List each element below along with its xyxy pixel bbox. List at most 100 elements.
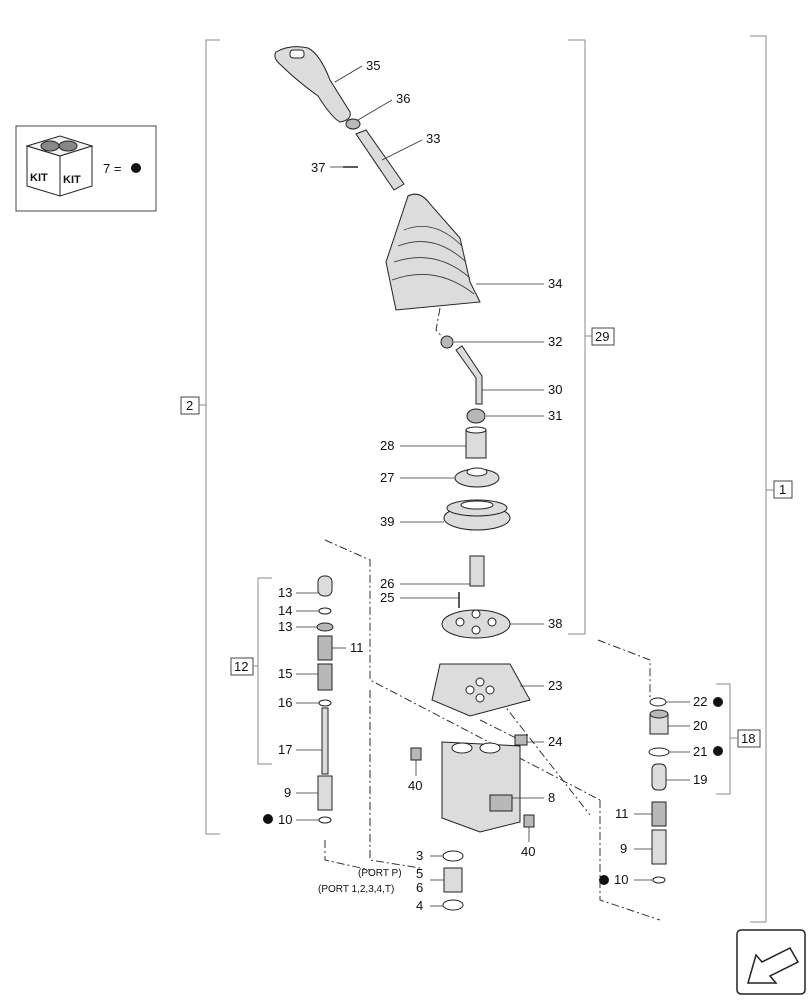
part-30-lever — [455, 345, 483, 405]
part-32-ball — [440, 335, 454, 349]
group-box-2: 2 — [186, 398, 193, 413]
label-10-right: 10 — [614, 872, 628, 887]
part-24-plug — [514, 734, 528, 746]
label-40-right: 40 — [521, 844, 535, 859]
label-3: 3 — [416, 848, 423, 863]
part-9-plunger-right — [651, 829, 667, 865]
label-28: 28 — [380, 438, 394, 453]
label-17: 17 — [278, 742, 292, 757]
part-8-body — [441, 741, 521, 833]
part-40-plug-left — [410, 747, 422, 761]
part-15-spring-left — [317, 663, 333, 691]
label-23: 23 — [548, 678, 562, 693]
label-40-left: 40 — [408, 778, 422, 793]
label-36: 36 — [396, 91, 410, 106]
part-17-stem-left — [321, 707, 329, 775]
part-34-boot — [385, 193, 481, 311]
label-11-left: 11 — [350, 640, 364, 655]
label-35: 35 — [366, 58, 380, 73]
label-38: 38 — [548, 616, 562, 631]
label-9-right: 9 — [620, 841, 627, 856]
part-14-washer-left — [318, 607, 332, 615]
part-16-washer-left — [318, 699, 332, 707]
part-9-plunger-left — [317, 775, 333, 811]
label-13-top: 13 — [278, 585, 292, 600]
group-box-1: 1 — [779, 482, 786, 497]
part-27-washer — [454, 467, 500, 488]
group-brackets: 2 29 1 12 18 — [180, 35, 793, 923]
nav-arrow-button[interactable] — [736, 929, 806, 995]
label-5: 5 — [416, 866, 423, 881]
group-box-29: 29 — [595, 329, 609, 344]
part-numbers-left: 13 14 13 11 15 16 17 9 10 — [263, 585, 364, 827]
part-10-oring-right — [652, 876, 666, 884]
part-23-plate — [431, 663, 531, 717]
group-box-18: 18 — [741, 731, 755, 746]
label-32: 32 — [548, 334, 562, 349]
nav-arrow-icon — [747, 947, 800, 984]
kit-legend: KIT KIT 7 = — [15, 125, 157, 212]
label-16: 16 — [278, 695, 292, 710]
label-30: 30 — [548, 382, 562, 397]
label-8: 8 — [548, 790, 555, 805]
part-21-oring-right — [648, 747, 670, 757]
label-port-all: (PORT 1,2,3,4,T) — [318, 884, 394, 895]
kit-dot-icon — [599, 875, 609, 885]
part-40-plug-right — [523, 814, 535, 828]
part-11-spring-right — [651, 801, 667, 827]
part-10-oring-left — [318, 816, 332, 824]
label-37: 37 — [311, 160, 325, 175]
label-34: 34 — [548, 276, 562, 291]
leader-lines — [296, 65, 690, 907]
label-9-left: 9 — [284, 785, 291, 800]
part-numbers-central: 35 36 33 37 34 32 30 31 28 27 39 26 25 3… — [311, 58, 562, 913]
part-11-spring-left — [317, 635, 333, 661]
kit-box-icon: KIT KIT — [25, 135, 94, 197]
part-35-handle — [274, 46, 351, 123]
part-4-oring — [442, 899, 464, 911]
kit-dot-icon — [131, 163, 141, 173]
part-39-bellow-ring — [443, 499, 511, 531]
part-28-cylinder — [465, 426, 487, 459]
kit-equation: 7 = — [103, 161, 121, 176]
label-21: 21 — [693, 744, 707, 759]
part-numbers-right: 22 20 21 19 11 9 10 — [599, 694, 723, 887]
assembly-routing-lines — [324, 307, 661, 921]
kit-dot-icon — [713, 697, 723, 707]
label-14: 14 — [278, 603, 292, 618]
part-5-6-fitting — [443, 867, 463, 893]
label-13-guide: 13 — [278, 619, 292, 634]
part-20-cap-right — [649, 709, 669, 735]
part-31-nut — [466, 408, 486, 424]
label-port-p: (PORT P) — [358, 868, 402, 879]
label-31: 31 — [548, 408, 562, 423]
part-13-guide-left — [316, 622, 334, 632]
part-19-piston-right — [651, 763, 667, 791]
label-19: 19 — [693, 772, 707, 787]
label-4: 4 — [416, 898, 423, 913]
kit-word-right: KIT — [63, 174, 81, 186]
label-24: 24 — [548, 734, 562, 749]
part-13-cap-left — [317, 575, 333, 597]
kit-dot-icon — [713, 746, 723, 756]
part-38-plate — [441, 609, 511, 639]
label-25: 25 — [380, 590, 394, 605]
part-3-oring — [442, 850, 464, 862]
label-15: 15 — [278, 666, 292, 681]
label-6: 6 — [416, 880, 423, 895]
label-27: 27 — [380, 470, 394, 485]
label-11-right: 11 — [615, 806, 629, 821]
group-box-12: 12 — [234, 659, 248, 674]
part-33-sleeve — [355, 129, 405, 191]
label-26: 26 — [380, 576, 394, 591]
part-22-ring-right — [649, 697, 667, 707]
label-33: 33 — [426, 131, 440, 146]
kit-word-left: KIT — [30, 172, 48, 184]
label-39: 39 — [380, 514, 394, 529]
label-20: 20 — [693, 718, 707, 733]
part-36-nut — [345, 118, 361, 130]
label-10-left: 10 — [278, 812, 292, 827]
kit-dot-icon — [263, 814, 273, 824]
label-22: 22 — [693, 694, 707, 709]
